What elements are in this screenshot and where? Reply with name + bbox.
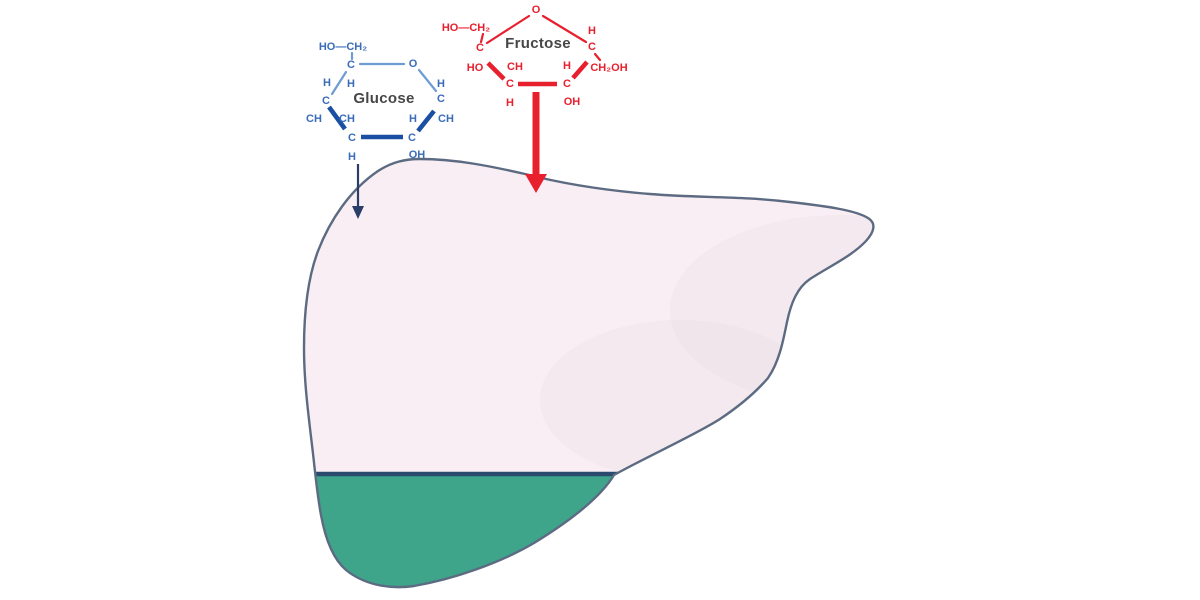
glucose-bold-bond-left [327,105,347,131]
fructose-bond-cur-ch2oh [593,52,602,62]
fructose-hoch2-label: HO—CH₂ [442,22,490,34]
fructose-ch2oh-label: CH₂OH [590,62,627,74]
fructose-c-lower-right-label: C [563,78,571,90]
glucose-bonds [327,51,438,140]
glucose-hoch2-label: HO—CH₂ [319,41,367,53]
liver-inner-shading [540,320,820,480]
fructose-c-lower-left-label: C [506,78,514,90]
glucose-o-ring-label: O [409,58,418,70]
fructose-molecule: O HO—CH₂ C HO CH C H H C OH H C CH₂OH Fr… [442,4,628,109]
fructose-c-upper-right-label: C [588,41,596,53]
glucose-arrow-head-icon [352,206,364,219]
glucose-to-liver-arrow [352,164,364,219]
fructose-arrow-head-icon [525,174,547,193]
fructose-oh-below-right-label: OH [564,96,581,108]
glucose-h-right-top-label: H [437,78,445,90]
glucose-c-right-label: C [437,93,445,105]
glucose-bold-bond-right [416,109,436,133]
glucose-bond-o-cright [417,68,438,93]
liver-outline [302,157,875,589]
fructose-h-below-left-label: H [506,97,514,109]
fat-region [304,474,670,588]
liver-diagram [302,157,875,589]
fructose-name: Fructose [505,35,571,52]
glucose-c-left-label: C [322,95,330,107]
glucose-h-left-a-label: H [323,77,331,89]
fructose-bold-bond-left [486,61,506,81]
glucose-c-bottom-right-label: C [408,132,416,144]
fructose-ch-inner-left-label: CH [507,61,523,73]
glucose-ch-outer-right-label: CH [438,113,454,125]
fructose-c-upper-left-label: C [476,42,484,54]
fructose-to-liver-arrow [525,92,547,193]
glucose-ch-inner-left-label: CH [339,113,355,125]
glucose-name: Glucose [353,90,414,107]
glucose-c-bottom-left-label: C [348,132,356,144]
glucose-h-bottom-label: H [348,151,356,163]
fructose-bold-bond-right [571,60,589,80]
glucose-ch-outer-left-label: CH [306,113,322,125]
fructose-bonds [479,14,602,87]
glucose-h-inner-right-label: H [409,113,417,125]
glucose-h-left-b-label: H [347,78,355,90]
glucose-atom-labels: HO—CH₂ C O H H C CH CH C H H C OH H C CH [306,41,454,163]
fructose-bond-ch2-cul [479,32,485,44]
fructose-bond-o-cur [541,14,588,44]
glucose-c-top-label: C [347,59,355,71]
glucose-oh-bottom-label: OH [409,149,426,161]
glucose-molecule: HO—CH₂ C O H H C CH CH C H H C OH H C CH… [306,41,454,163]
fructose-bond-o-cul [485,14,531,45]
fructose-h-inner-right-label: H [563,60,571,72]
glucose-bond-c-cleft [330,70,348,96]
fructose-h-top-right-label: H [588,25,596,37]
fructose-o-ring-label: O [532,4,541,16]
fructose-ho-left-label: HO [467,62,484,74]
fructose-atom-labels: O HO—CH₂ C HO CH C H H C OH H C CH₂OH [442,4,628,109]
